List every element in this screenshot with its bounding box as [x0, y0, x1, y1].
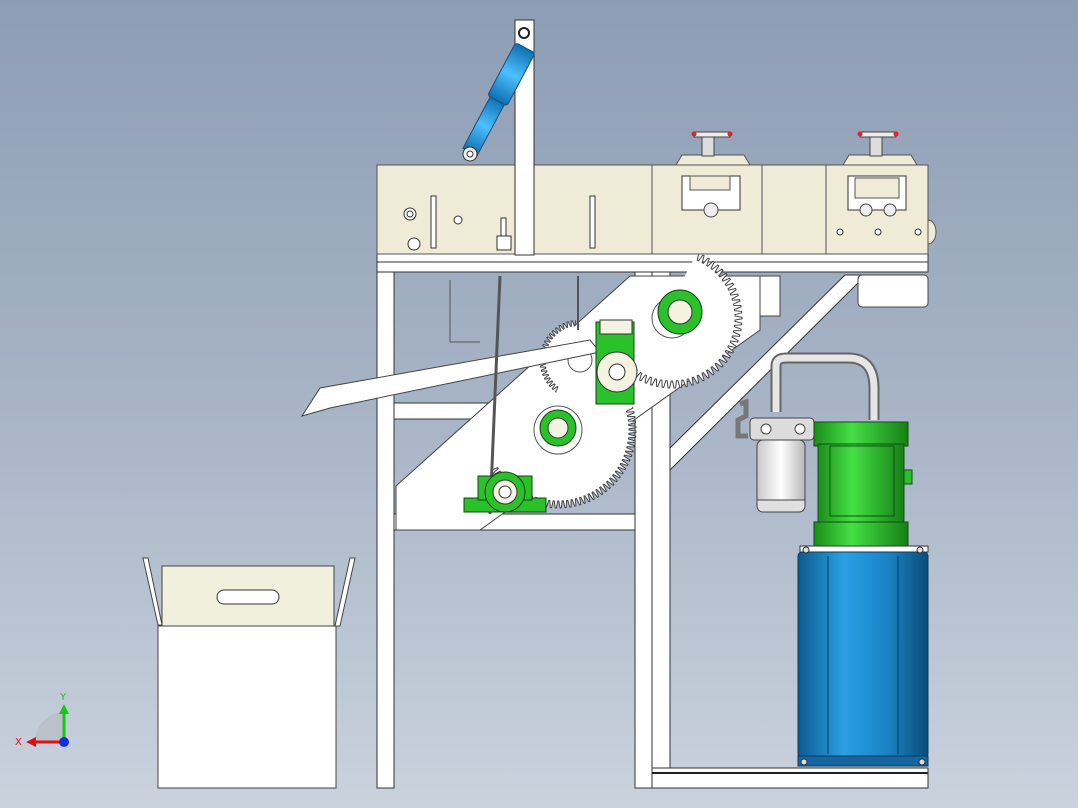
bin-flap-left: [142, 557, 163, 626]
clamp-left: [675, 131, 751, 218]
bearing-upper: [657, 289, 703, 335]
roller-clamps: [675, 131, 918, 218]
y-axis-arrow-icon: [59, 704, 69, 714]
frame-top-deck: [376, 253, 929, 273]
bin-body: [157, 625, 337, 789]
chute-tray: [300, 339, 601, 417]
x-axis-arrow-icon: [26, 737, 36, 747]
bin-flap-right: [334, 557, 356, 627]
bearing-middle: [539, 409, 577, 447]
feed-chute: [300, 275, 601, 515]
x-axis-label: X: [15, 737, 22, 748]
collection-bin: [142, 557, 356, 789]
mast-pivot-icon: [518, 27, 530, 39]
frame-base-rail: [651, 767, 929, 789]
z-axis-dot-icon: [59, 737, 69, 747]
hydraulic-pipe: [770, 352, 880, 420]
hydraulic-tank: [797, 546, 929, 767]
gear-cover: [857, 274, 929, 308]
oil-filter: [735, 398, 815, 513]
housing-hole-1: [403, 207, 417, 221]
housing-gap: [761, 164, 827, 255]
gearbox: [595, 319, 638, 405]
housing-hole-3: [453, 215, 463, 225]
clamp-right: [842, 131, 918, 217]
axis-triad: Y X: [15, 692, 69, 748]
y-axis-label: Y: [59, 692, 67, 703]
bearing-bottom: [463, 471, 547, 513]
bin-handle-slot[interactable]: [216, 589, 280, 605]
hydraulic-cylinder: [462, 43, 535, 162]
electric-motor: [799, 421, 929, 553]
pillow-block-bearings: [463, 289, 703, 513]
frame-leg-left: [376, 271, 395, 789]
housing-hole-2: [407, 237, 421, 251]
